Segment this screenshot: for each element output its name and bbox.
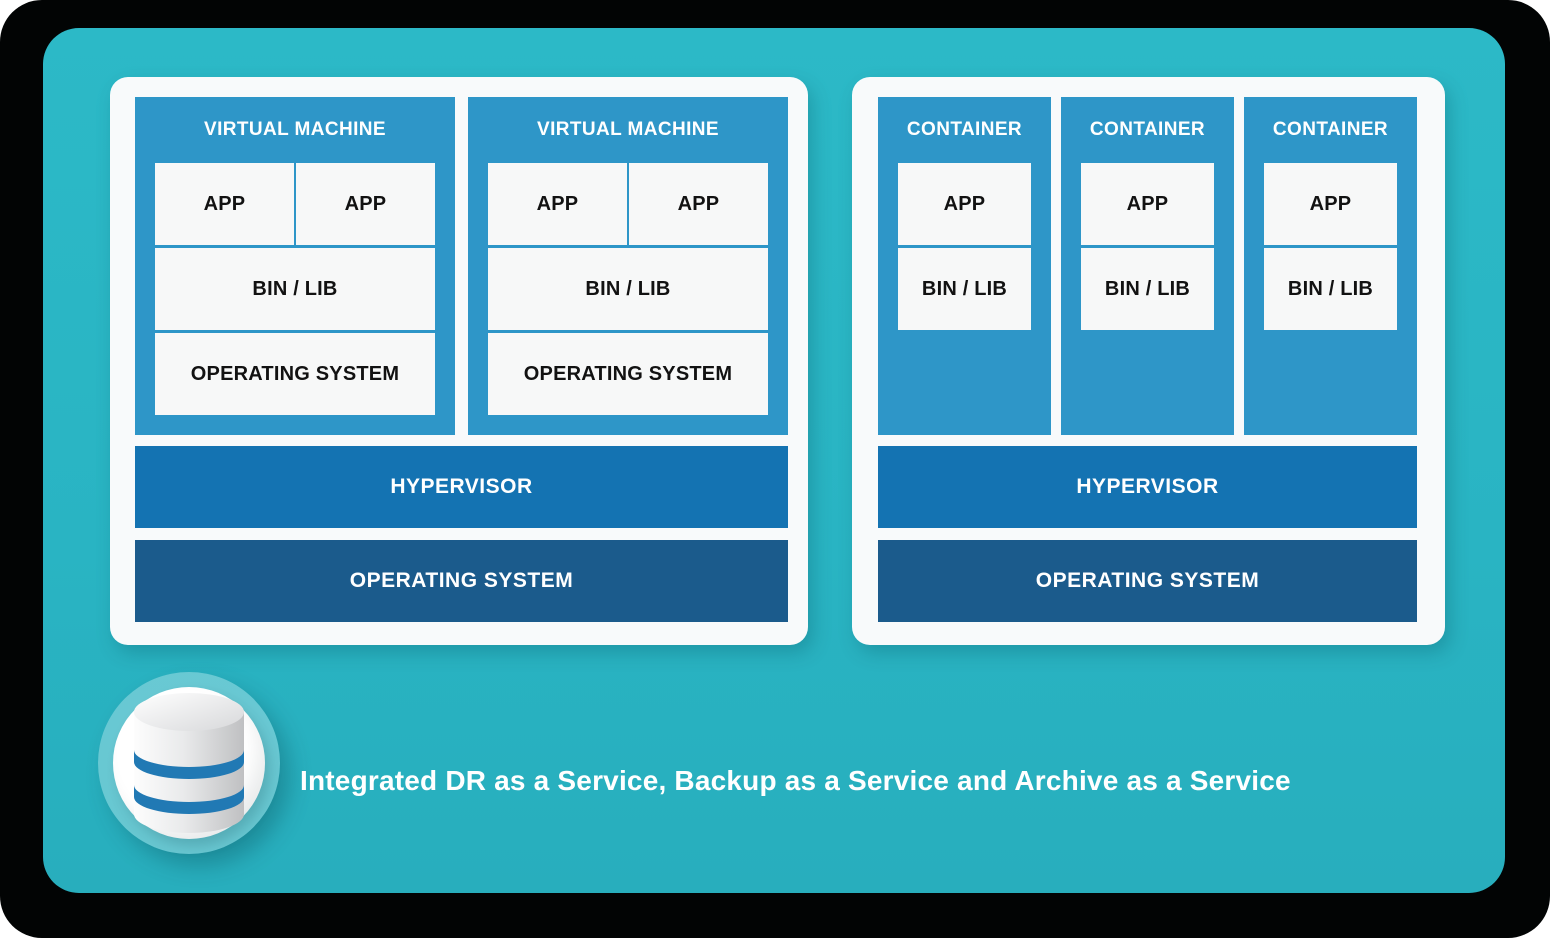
- app-cell: APP: [1264, 163, 1397, 245]
- container-boxes-row: CONTAINER APP BIN / LIB CONTAINER APP BI…: [878, 97, 1417, 435]
- icon-halo: [98, 672, 280, 854]
- app-cell: APP: [296, 163, 435, 245]
- app-cell: APP: [155, 163, 294, 245]
- vm-panel: VIRTUAL MACHINE APP APP BIN / LIB OPERAT…: [110, 77, 808, 645]
- vm-box-2: VIRTUAL MACHINE APP APP BIN / LIB OPERAT…: [468, 97, 788, 435]
- operating-system-bar: OPERATING SYSTEM: [878, 540, 1417, 622]
- container-box-1: CONTAINER APP BIN / LIB: [878, 97, 1051, 435]
- container2-app-row: APP: [1081, 163, 1214, 245]
- operating-system-bar: OPERATING SYSTEM: [135, 540, 788, 622]
- hypervisor-bar: HYPERVISOR: [135, 446, 788, 528]
- icon-circle: [113, 687, 265, 839]
- container-title: CONTAINER: [1089, 119, 1206, 140]
- container-title: CONTAINER: [1272, 119, 1389, 140]
- vm2-app-row: APP APP: [488, 163, 768, 245]
- app-cell: APP: [488, 163, 627, 245]
- vm-title: VIRTUAL MACHINE: [537, 119, 719, 140]
- teal-canvas: VIRTUAL MACHINE APP APP BIN / LIB OPERAT…: [43, 28, 1505, 893]
- binlib-cell: BIN / LIB: [488, 248, 768, 330]
- vm-box-1: VIRTUAL MACHINE APP APP BIN / LIB OPERAT…: [135, 97, 455, 435]
- vm1-app-row: APP APP: [155, 163, 435, 245]
- binlib-cell: BIN / LIB: [155, 248, 435, 330]
- container-title: CONTAINER: [906, 119, 1023, 140]
- app-cell: APP: [1081, 163, 1214, 245]
- os-cell: OPERATING SYSTEM: [488, 333, 768, 415]
- app-cell: APP: [629, 163, 768, 245]
- hypervisor-bar: HYPERVISOR: [878, 446, 1417, 528]
- container-panel: CONTAINER APP BIN / LIB CONTAINER APP BI…: [852, 77, 1445, 645]
- app-cell: APP: [898, 163, 1031, 245]
- container-box-3: CONTAINER APP BIN / LIB: [1244, 97, 1417, 435]
- vm-boxes-row: VIRTUAL MACHINE APP APP BIN / LIB OPERAT…: [135, 97, 788, 435]
- footer-caption: Integrated DR as a Service, Backup as a …: [300, 765, 1291, 796]
- container1-app-row: APP: [898, 163, 1031, 245]
- binlib-cell: BIN / LIB: [1081, 248, 1214, 330]
- binlib-cell: BIN / LIB: [1264, 248, 1397, 330]
- vm-title: VIRTUAL MACHINE: [204, 119, 386, 140]
- container-box-2: CONTAINER APP BIN / LIB: [1061, 97, 1234, 435]
- os-cell: OPERATING SYSTEM: [155, 333, 435, 415]
- binlib-cell: BIN / LIB: [898, 248, 1031, 330]
- database-icon: [134, 693, 244, 833]
- container3-app-row: APP: [1264, 163, 1397, 245]
